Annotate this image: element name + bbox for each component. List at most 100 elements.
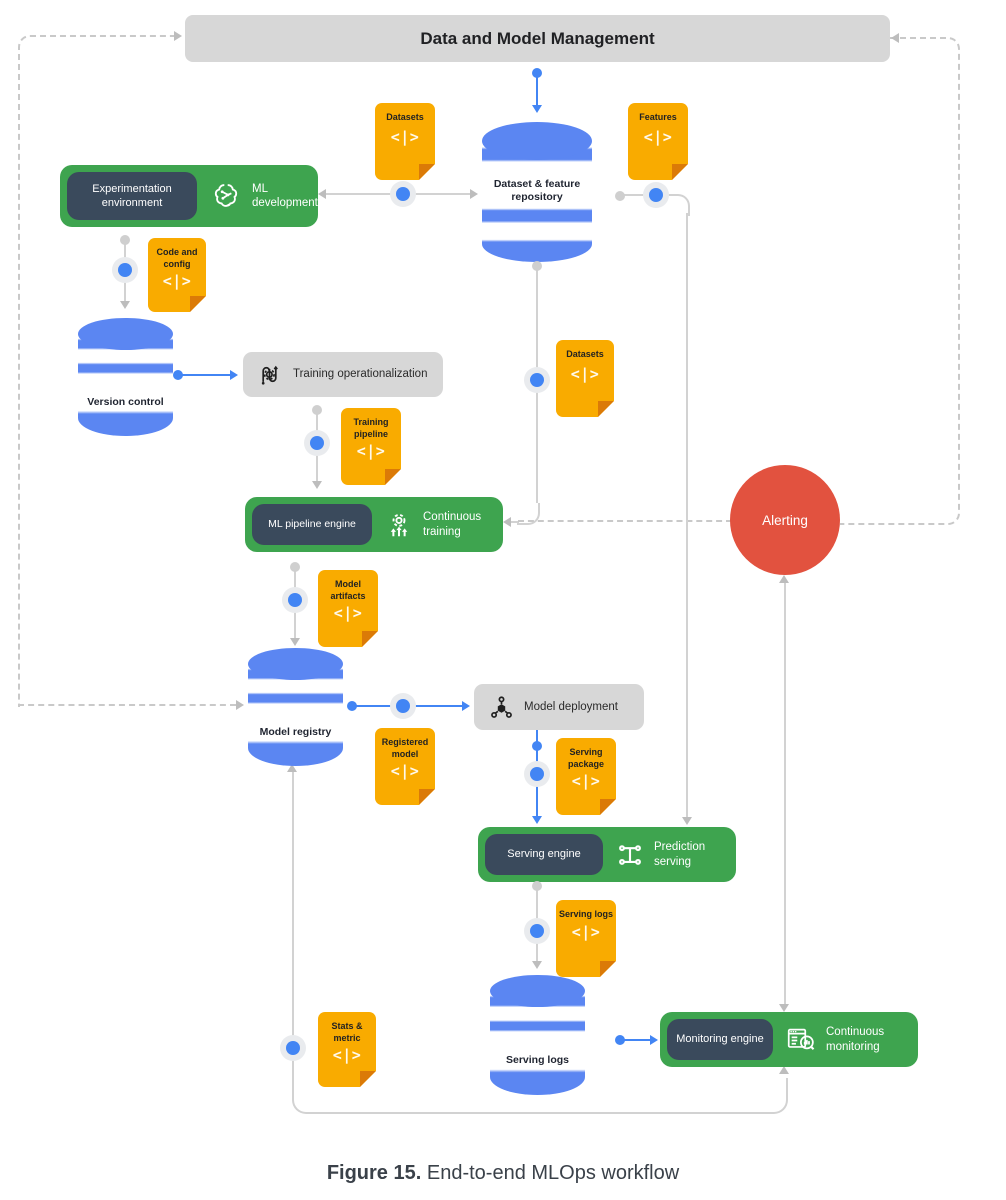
database-label: Dataset & feature repository: [493, 178, 581, 204]
code-glyph: <|>: [571, 922, 601, 941]
process-continuous-training: ML pipeline engine Continuous training: [245, 497, 503, 552]
code-glyph: <|>: [571, 772, 601, 791]
folded-corner: [419, 789, 435, 805]
connector-dot: [120, 235, 130, 245]
artifact-file-registered-model: Registered model <|>: [375, 728, 435, 805]
database-dataset-feature-repository: Dataset & feature repository: [482, 122, 592, 262]
arrowhead-into-trainop: [230, 370, 238, 380]
arrowhead-into-logsdb: [532, 961, 542, 969]
arrowhead-into-serving-top: [532, 816, 542, 824]
code-glyph: <|>: [390, 762, 420, 781]
connector-dot: [532, 741, 542, 751]
artifact-file-stats-metric: Stats & metric <|>: [318, 1012, 376, 1087]
connector-dot-features: [643, 182, 669, 208]
process-label: Training operationalization: [293, 368, 428, 381]
code-glyph: <|>: [162, 272, 192, 291]
chip-ml-pipeline-engine: ML pipeline engine: [252, 504, 372, 545]
figure-caption: Figure 15. End-to-end MLOps workflow: [0, 1162, 1006, 1185]
process-label: Model deployment: [524, 700, 618, 713]
code-glyph: <|>: [333, 604, 363, 623]
arrowhead-into-monitoring-bottom: [779, 1066, 789, 1074]
process-label: Prediction serving: [654, 841, 706, 868]
folded-corner: [190, 296, 206, 312]
connector-logs-to-monitoring: [620, 1039, 652, 1041]
dashed-connector-right: [840, 37, 960, 525]
code-glyph: <|>: [643, 127, 673, 146]
arrowhead-into-monitoring: [650, 1035, 658, 1045]
process-ml-development: Experimentation environment ML developme…: [60, 165, 318, 227]
connector-repo-to-ct-h: [509, 521, 519, 523]
artifact-file-training-pipeline: Training pipeline <|>: [341, 408, 401, 485]
folded-corner: [600, 799, 616, 815]
artifact-label: Features: [639, 112, 677, 122]
figure-caption-number: Figure 15.: [326, 1162, 422, 1184]
database-top-ellipse: [490, 975, 585, 1008]
connector-dot-datasets-mid: [524, 367, 550, 393]
artifact-file-model-artifacts: Model artifacts <|>: [318, 570, 378, 647]
arrowhead-into-banner-left: [174, 31, 182, 41]
process-model-deployment: Model deployment: [474, 684, 644, 730]
connector-dot-datasets: [390, 181, 416, 207]
arrowhead-into-ct-top: [312, 481, 322, 489]
artifact-label: Serving logs: [559, 909, 614, 919]
figure-caption-text: End-to-end MLOps workflow: [426, 1162, 680, 1184]
database-serving-logs: Serving logs: [490, 975, 585, 1095]
code-glyph: <|>: [332, 1046, 362, 1065]
feedback-connector-left: [292, 772, 594, 1114]
folded-corner: [360, 1071, 376, 1087]
process-label: Continuous monitoring: [826, 1026, 885, 1053]
database-model-registry: Model registry: [248, 648, 343, 766]
banner-data-and-model-management: Data and Model Management: [185, 15, 890, 62]
artifact-file-code-and-config: Code and config <|>: [148, 238, 206, 312]
artifact-label: Model artifacts: [330, 579, 366, 601]
connector-dot-registered-model: [390, 693, 416, 719]
arrowhead-into-ct-right: [503, 517, 511, 527]
connector-corner: [668, 194, 690, 216]
code-glyph: <|>: [570, 364, 600, 383]
chip-monitoring-engine: Monitoring engine: [667, 1019, 773, 1060]
connector-dot-model-artifacts: [282, 587, 308, 613]
arrowhead-into-registry-bottom: [287, 764, 297, 772]
dashed-connector-left: [18, 35, 180, 707]
connector-dot: [532, 881, 542, 891]
code-glyph: <|>: [390, 127, 420, 146]
arrowhead-into-serving-top-right: [682, 817, 692, 825]
connector-dot-serving-package: [524, 761, 550, 787]
alerting-label: Alerting: [762, 512, 808, 528]
connector-vc-to-trainop: [178, 374, 232, 376]
artifact-label: Stats & metric: [331, 1021, 363, 1043]
artifact-label: Registered model: [381, 737, 429, 759]
folded-corner: [362, 631, 378, 647]
process-label: Continuous training: [423, 511, 482, 538]
connector-dot: [173, 370, 183, 380]
arrowhead-into-banner-right: [891, 33, 899, 43]
artifact-label: Serving package: [567, 747, 605, 769]
process-label: ML development: [252, 182, 318, 209]
arrowhead-into-model-registry-left: [236, 700, 244, 710]
code-glyph: <|>: [356, 442, 386, 461]
artifact-label: Datasets: [386, 112, 424, 122]
arrowhead-into-monitoring-top: [779, 1004, 789, 1012]
arrowhead-into-alerting: [779, 575, 789, 583]
folded-corner: [600, 961, 616, 977]
arrowhead-into-mldev: [318, 189, 326, 199]
connector-dot: [312, 405, 322, 415]
alerting-node: Alerting: [730, 465, 840, 575]
folded-corner: [419, 164, 435, 180]
connector-alerting-monitoring: [784, 583, 786, 1007]
brain-icon: [209, 179, 243, 213]
artifact-file-serving-logs: Serving logs <|>: [556, 900, 616, 977]
artifact-label: Datasets: [566, 349, 604, 359]
arrowhead-into-repository-left: [470, 189, 478, 199]
artifact-label: Code and config: [156, 247, 198, 269]
connected-nodes-icon: [488, 694, 515, 721]
connector-banner-to-repository: [536, 70, 538, 110]
database-top-ellipse: [248, 648, 343, 680]
gear-up-arrows-icon: [384, 510, 414, 540]
connector-dot-serving-logs: [524, 918, 550, 944]
folded-corner: [598, 401, 614, 417]
feedback-connector-right: [590, 1078, 788, 1114]
connector-dot-code: [112, 257, 138, 283]
connector-dot-training-pipeline: [304, 430, 330, 456]
chip-serving-engine: Serving engine: [485, 834, 603, 875]
